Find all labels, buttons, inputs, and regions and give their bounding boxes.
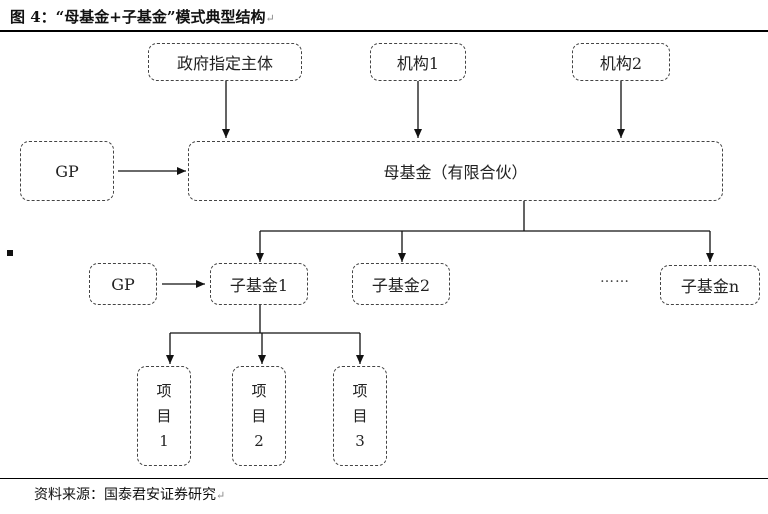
figure-title-text: 图 4：“母基金+子基金”模式典型结构 [10,8,266,26]
top-rule [0,30,768,32]
ellipsis: …… [600,270,630,286]
node-institution-1: 机构1 [370,43,466,81]
node-government-entity: 政府指定主体 [148,43,302,81]
node-project-3: 项 目 3 [333,366,387,466]
project-2-char-3: 2 [254,431,264,450]
project-1-char-1: 项 [156,381,172,400]
bullet-mark [7,250,13,256]
figure-title: 图 4：“母基金+子基金”模式典型结构↵ [10,6,275,27]
node-sub-fund-1: 子基金1 [210,263,308,305]
node-gp-top: GP [20,141,114,201]
source-note: 资料来源：国泰君安证券研究↵ [34,484,225,504]
project-1-char-2: 目 [156,406,172,425]
project-2-char-1: 项 [251,381,267,400]
node-gp-sub: GP [89,263,157,305]
source-text: 资料来源：国泰君安证券研究 [34,487,216,503]
bottom-rule [0,478,768,479]
project-3-char-1: 项 [352,381,368,400]
project-3-char-2: 目 [352,406,368,425]
node-sub-fund-2: 子基金2 [352,263,450,305]
node-project-1: 项 目 1 [137,366,191,466]
node-sub-fund-n: 子基金n [660,265,760,305]
project-2-char-2: 目 [251,406,267,425]
project-1-char-3: 1 [159,431,169,450]
source-paragraph-mark: ↵ [216,489,226,502]
node-institution-2: 机构2 [572,43,670,81]
paragraph-mark: ↵ [265,12,275,25]
project-3-char-3: 3 [355,431,365,450]
node-mother-fund: 母基金（有限合伙） [188,141,723,201]
node-project-2: 项 目 2 [232,366,286,466]
